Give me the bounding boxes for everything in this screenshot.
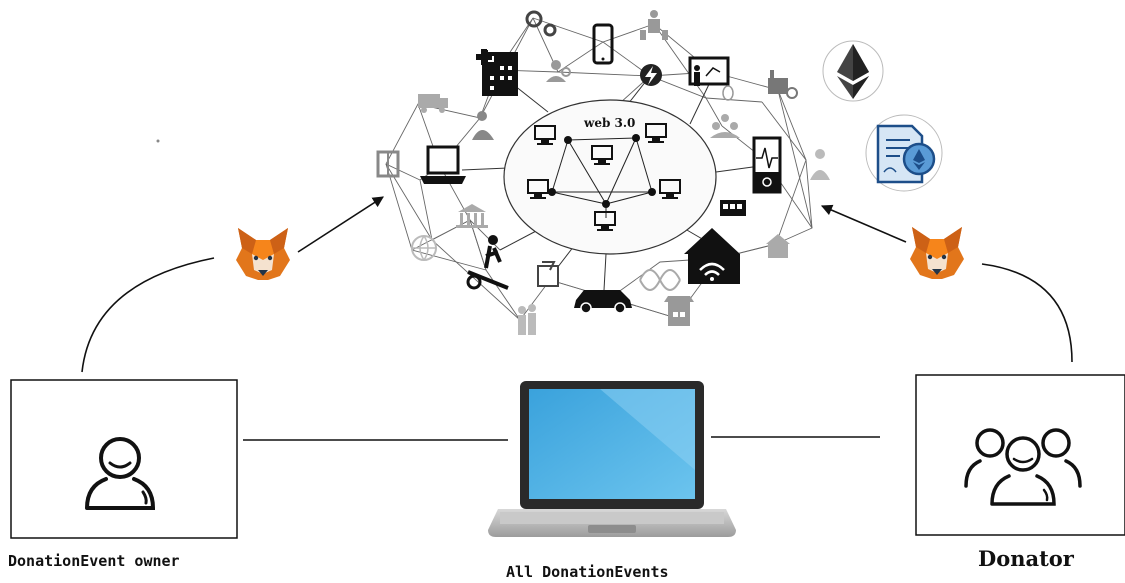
web3-ellipse (503, 99, 717, 255)
gears-icon (525, 10, 557, 37)
owner-box (10, 379, 238, 539)
smart-contract-icon (865, 114, 943, 192)
donator-to-network-arrow (820, 204, 907, 243)
people-network-icon (640, 10, 668, 40)
all-events-label: All DonationEvents (506, 563, 669, 581)
factory-icon (768, 70, 798, 99)
lightning-icon (640, 64, 662, 86)
user-settings-icon (546, 60, 571, 82)
smartphone-icon (592, 23, 614, 65)
stray-dot (156, 139, 160, 143)
user-icon (85, 437, 156, 510)
dna-icon (639, 269, 681, 291)
elevator-icon (376, 150, 400, 178)
medical-monitor-icon (752, 136, 782, 194)
hospital-icon (476, 49, 518, 96)
web3-nodes (548, 134, 656, 208)
web3-label: web 3.0 (584, 116, 636, 130)
doctor-patient-icon (472, 111, 494, 140)
donator-wallet-connector (981, 263, 1073, 363)
web3-computer-icons (527, 123, 681, 231)
donator-label: Donator (978, 546, 1074, 571)
truck-icon (418, 94, 448, 113)
car-icon (574, 290, 632, 314)
globe-icon (411, 235, 437, 261)
owner-to-network-arrow (297, 196, 384, 253)
owner-wallet-connector (81, 257, 215, 373)
connection-lines (81, 196, 1073, 441)
presentation-icon (688, 56, 730, 86)
user-group-icon (964, 428, 1082, 506)
metamask-fox-icon-right (910, 227, 964, 279)
ethereum-icon (822, 40, 884, 102)
network-laptop-icon (420, 145, 466, 184)
couple-icon (518, 304, 536, 335)
bank-icon (456, 204, 488, 228)
metamask-fox-icon-left (236, 228, 290, 280)
web3-inner-links (551, 137, 653, 218)
store-icon (664, 296, 694, 326)
web3-network (376, 10, 830, 335)
treadmill-icon (466, 235, 509, 290)
mouse-icon (722, 85, 734, 101)
laptop-icon (488, 381, 736, 537)
control-panel-icon (720, 200, 746, 216)
donator-box (915, 374, 1125, 536)
team-icon (710, 114, 740, 138)
ballot-box-icon (537, 261, 559, 287)
house-icon (766, 234, 790, 258)
owner-label: DonationEvent owner (8, 552, 180, 570)
smart-home-icon (684, 228, 740, 284)
doctor-icon (810, 149, 830, 180)
